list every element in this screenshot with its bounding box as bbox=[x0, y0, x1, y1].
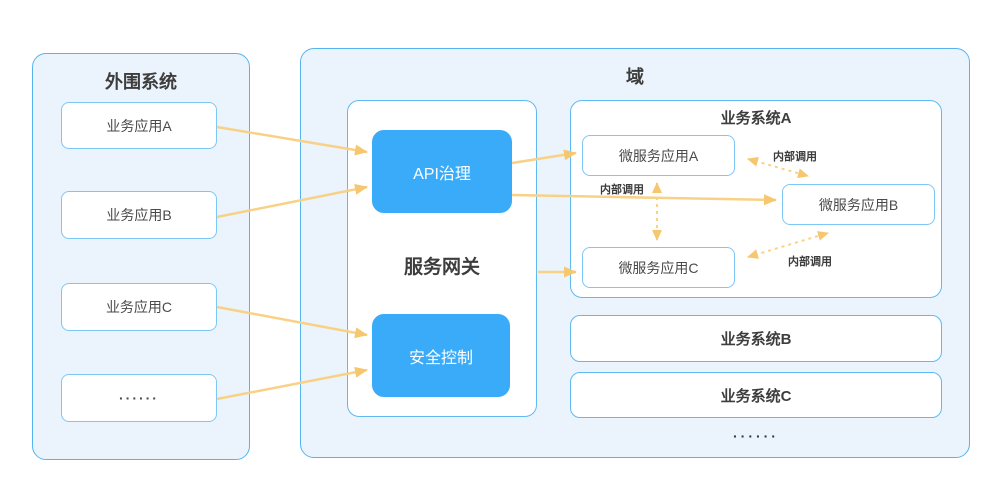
box-business-app-c: 业务应用C bbox=[61, 283, 217, 331]
service-gateway-title: 服务网关 bbox=[403, 257, 480, 278]
business-system-a-title: 业务系统A bbox=[720, 110, 792, 127]
box-business-app-a: 业务应用A bbox=[61, 102, 217, 149]
domain-ellipsis: ······ bbox=[733, 428, 779, 444]
domain-title: 域 bbox=[626, 67, 644, 87]
internal-call-label-c-b: 内部调用 bbox=[788, 256, 832, 268]
business-app-more-label: ······ bbox=[119, 390, 159, 406]
security-control-label: 安全控制 bbox=[408, 349, 473, 367]
peripheral-systems-title: 外围系统 bbox=[105, 72, 177, 92]
module-api-governance: API治理 bbox=[372, 130, 512, 213]
box-business-app-b: 业务应用B bbox=[61, 191, 217, 239]
microservice-app-a-label: 微服务应用A bbox=[618, 147, 699, 164]
box-microservice-app-a: 微服务应用A bbox=[582, 135, 735, 176]
business-system-b-card: 业务系统B bbox=[570, 315, 942, 362]
business-app-a-label: 业务应用A bbox=[106, 117, 172, 134]
internal-call-label-a-b: 内部调用 bbox=[773, 151, 817, 163]
module-security-control: 安全控制 bbox=[372, 314, 510, 397]
box-business-app-more: ······ bbox=[61, 374, 217, 422]
microservice-app-b-label: 微服务应用B bbox=[818, 196, 899, 213]
box-microservice-app-b: 微服务应用B bbox=[782, 184, 935, 225]
business-app-b-label: 业务应用B bbox=[106, 207, 172, 223]
business-system-c-title: 业务系统C bbox=[720, 387, 792, 405]
peripheral-systems-panel: 外围系统 业务应用A 业务应用B 业务应用C ······ bbox=[32, 53, 250, 460]
internal-call-label-a-c: 内部调用 bbox=[600, 184, 644, 196]
api-governance-label: API治理 bbox=[413, 165, 471, 183]
business-system-c-card: 业务系统C bbox=[570, 372, 942, 418]
microservice-app-c-label: 微服务应用C bbox=[618, 259, 699, 276]
business-app-c-label: 业务应用C bbox=[105, 299, 173, 315]
box-microservice-app-c: 微服务应用C bbox=[582, 247, 735, 288]
business-system-b-title: 业务系统B bbox=[720, 331, 792, 348]
